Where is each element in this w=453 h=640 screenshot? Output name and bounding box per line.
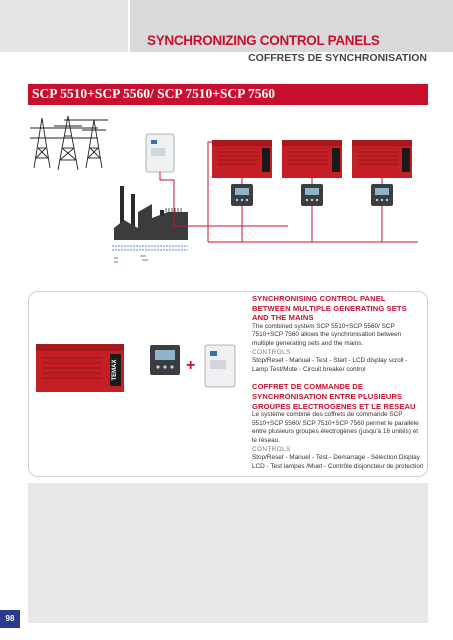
header-band-left xyxy=(0,0,128,52)
page-title: SYNCHRONIZING CONTROL PANELS xyxy=(147,33,380,48)
description-column: SYNCHRONISING CONTROL PANEL BETWEEN MULT… xyxy=(252,294,424,471)
english-controls-label: CONTROLS xyxy=(252,348,291,356)
genset-icon-1 xyxy=(212,140,272,178)
genset-large-icon: TEMAX xyxy=(36,344,124,392)
control-module-icon-2 xyxy=(301,184,323,206)
french-controls-text: Stop/Reset - Manuel - Test - Démarrage -… xyxy=(252,454,424,470)
genset-icon-2 xyxy=(282,140,342,178)
plus-sign: + xyxy=(186,357,196,374)
english-controls-text: Stop/Reset - Manual - Test - Start - LCD… xyxy=(252,357,408,373)
genset-icon-3 xyxy=(352,140,412,178)
control-panel-icon xyxy=(145,133,175,173)
english-heading: SYNCHRONISING CONTROL PANEL BETWEEN MULT… xyxy=(252,294,407,323)
power-pylon-icon xyxy=(30,115,108,171)
page-subtitle: COFFRETS DE SYNCHRONISATION xyxy=(248,52,427,64)
control-module-icon-1 xyxy=(231,184,253,206)
control-module-icon-3 xyxy=(371,184,393,206)
control-module-large-icon xyxy=(150,345,180,375)
sync-control-panel-icon xyxy=(204,344,236,388)
product-info-box xyxy=(28,291,428,477)
empty-gray-panel xyxy=(28,483,428,623)
factory-icon xyxy=(112,186,188,263)
page-number: 98 xyxy=(0,610,20,628)
header-band-right xyxy=(130,0,453,52)
model-title: SCP 5510+SCP 5560/ SCP 7510+SCP 7560 xyxy=(32,86,276,101)
french-body: Le système combiné des coffrets de comma… xyxy=(252,411,419,444)
english-body: The combined system SCP 5510+SCP 5560/ S… xyxy=(252,322,402,347)
french-heading: COFFRET DE COMMANDE DE SYNCHRONISATION E… xyxy=(252,382,416,411)
system-diagram xyxy=(30,115,418,263)
french-controls-label: CONTROLS xyxy=(252,445,291,453)
model-title-bar: SCP 5510+SCP 5560/ SCP 7510+SCP 7560 xyxy=(28,84,428,105)
brand-logo: TEMAX xyxy=(112,360,118,381)
